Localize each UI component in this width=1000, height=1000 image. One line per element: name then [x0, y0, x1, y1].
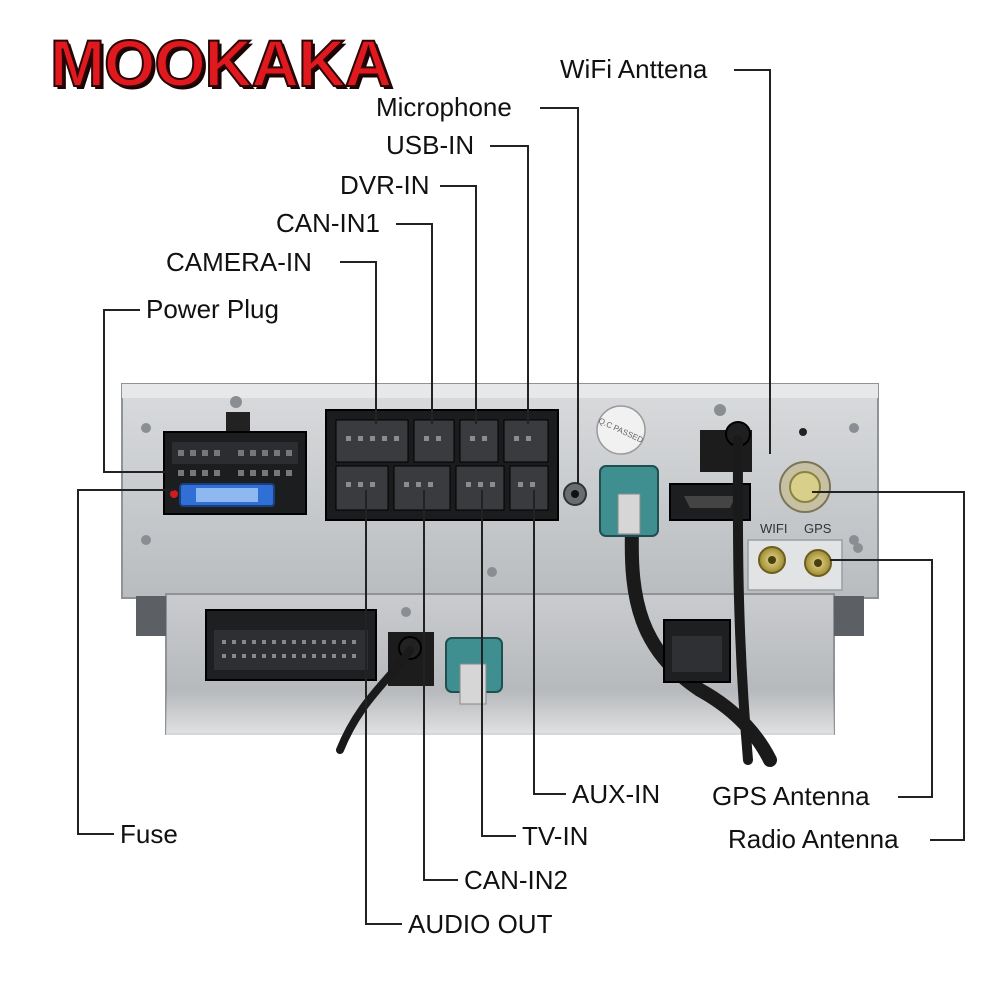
radio-antenna-socket	[779, 428, 831, 513]
label-dvr-in: DVR-IN	[340, 170, 430, 200]
label-usb-in: USB-IN	[386, 130, 475, 160]
gps-mark: GPS	[804, 521, 832, 536]
leader-lines	[77, 69, 965, 925]
fuse	[170, 483, 275, 507]
label-aux-in: AUX-IN	[572, 779, 661, 809]
power-plug-connector	[163, 412, 307, 515]
label-camera-in: CAMERA-IN	[166, 247, 312, 277]
label-wifi-antenna: WiFi Anttena	[560, 54, 708, 84]
qc-sticker: Q.C PASSED	[596, 405, 646, 455]
label-audio-out: AUDIO OUT	[408, 909, 553, 939]
lower-small-connector	[663, 619, 731, 683]
antenna-jack	[700, 421, 753, 765]
microphone-jack	[563, 482, 587, 506]
lower-audio-jack	[336, 607, 434, 754]
sma-antenna-panel: WIFI GPS	[747, 521, 843, 591]
lower-main-connector	[205, 609, 377, 681]
label-can-in1: CAN-IN1	[276, 208, 381, 238]
wifi-mark: WIFI	[760, 521, 787, 536]
connector-block	[325, 409, 559, 521]
label-power-plug: Power Plug	[146, 294, 279, 324]
label-radio-antenna: Radio Antenna	[728, 824, 899, 854]
label-gps-antenna: GPS Antenna	[712, 781, 870, 811]
label-tv-in: TV-IN	[522, 821, 589, 851]
label-can-in2: CAN-IN2	[464, 865, 569, 895]
wifi-fakra-connector	[599, 465, 777, 767]
label-fuse: Fuse	[120, 819, 178, 849]
brand-logo: MOOKAKA	[49, 26, 393, 100]
label-microphone: Microphone	[376, 92, 512, 122]
